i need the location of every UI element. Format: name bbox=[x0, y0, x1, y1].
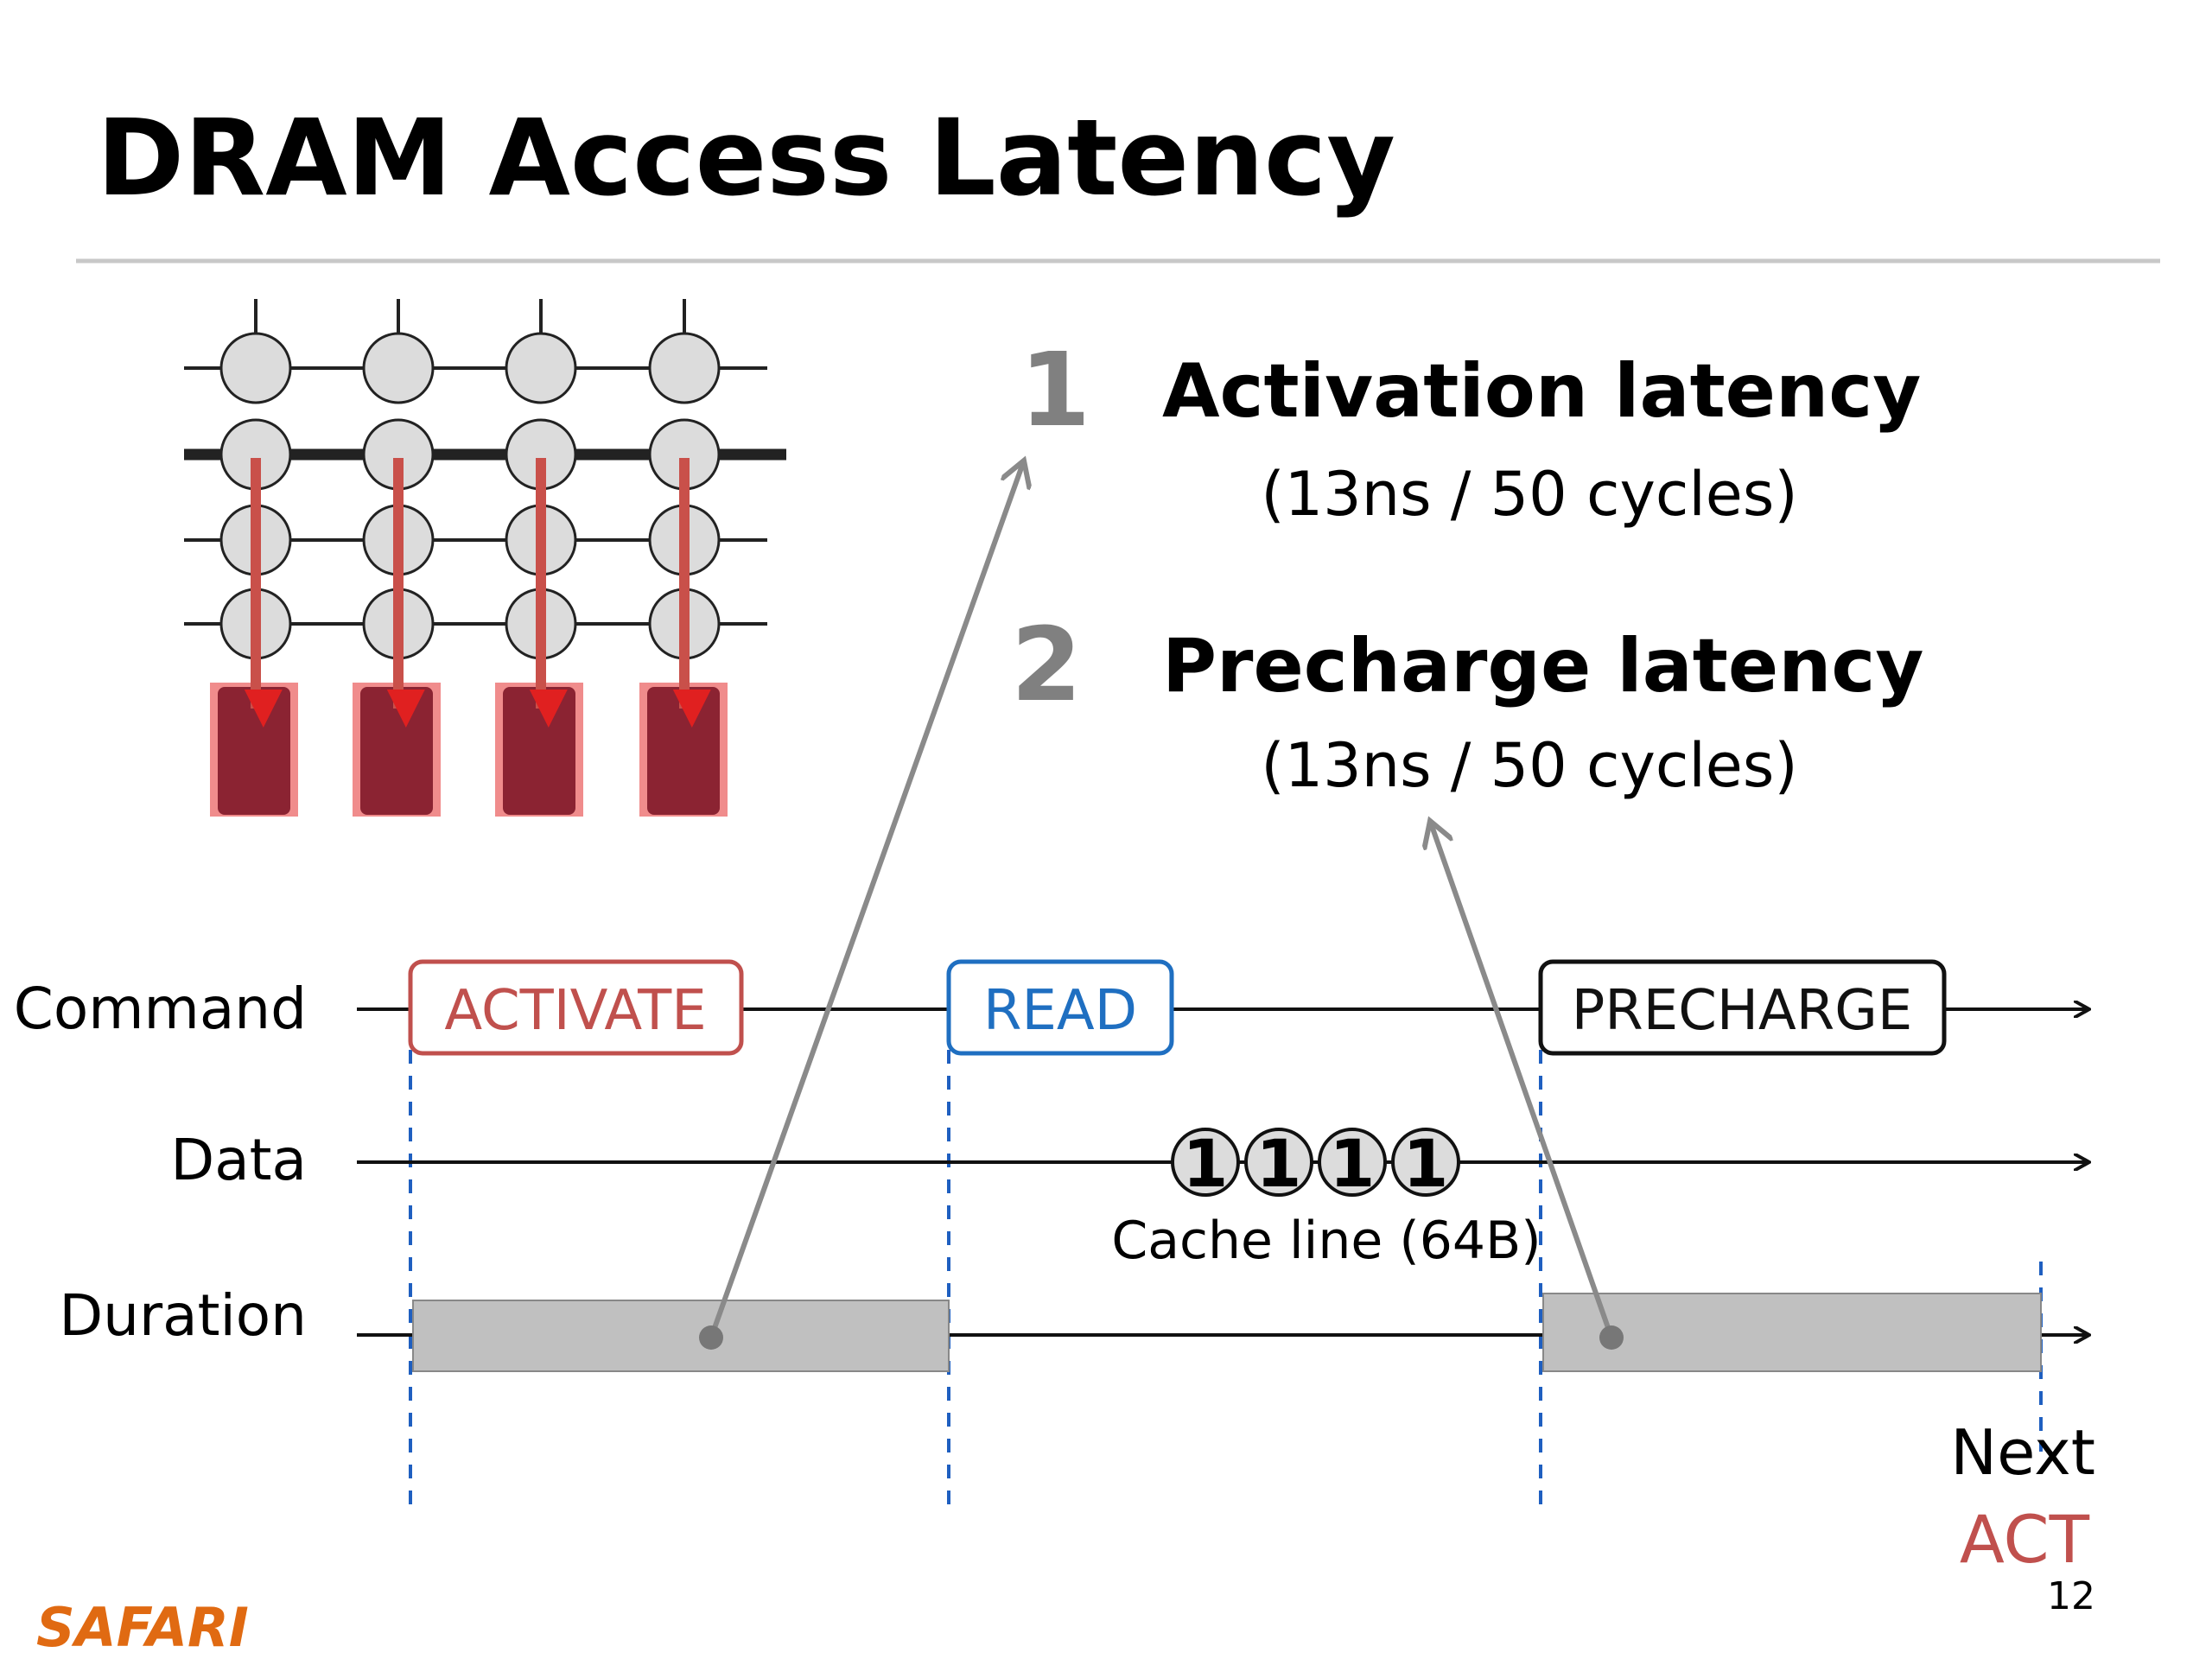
command-activate-label: ACTIVATE bbox=[444, 979, 706, 1043]
sense-amplifiers bbox=[210, 683, 728, 817]
wordlines bbox=[184, 366, 786, 626]
command-precharge: PRECHARGE bbox=[1538, 959, 1947, 1056]
safari-logo: SAFARI bbox=[36, 1596, 249, 1659]
activation-pointer bbox=[699, 461, 1024, 1350]
precharge-duration-bar bbox=[1542, 1293, 2042, 1372]
page-number: 12 bbox=[2047, 1574, 2095, 1618]
latency-label-2: Precharge latency bbox=[1162, 623, 1923, 709]
dram-cells bbox=[219, 332, 721, 660]
bitline-stubs bbox=[254, 299, 686, 341]
command-read-label: READ bbox=[983, 979, 1137, 1043]
row-label-command: Command bbox=[14, 976, 307, 1042]
data-beats: 1 1 1 1 bbox=[1171, 1125, 1460, 1202]
precharge-pointer bbox=[1430, 821, 1624, 1350]
latency-detail-2: (13ns / 50 cycles) bbox=[1261, 730, 1797, 801]
cache-line-label: Cache line (64B) bbox=[1111, 1211, 1541, 1271]
activation-duration-bar bbox=[412, 1300, 950, 1372]
data-beat-2: 1 bbox=[1256, 1125, 1302, 1202]
latency-number-1: 1 bbox=[1020, 330, 1090, 449]
bitline-transfer-arrows bbox=[244, 458, 711, 728]
row-label-data: Data bbox=[170, 1127, 307, 1193]
data-beat-3: 1 bbox=[1330, 1125, 1376, 1202]
data-beat-4: 1 bbox=[1403, 1125, 1449, 1202]
next-act-label: ACT bbox=[1960, 1501, 2090, 1578]
command-activate: ACTIVATE bbox=[408, 959, 744, 1056]
latency-detail-1: (13ns / 50 cycles) bbox=[1261, 459, 1797, 530]
row-label-duration: Duration bbox=[59, 1282, 307, 1349]
command-precharge-label: PRECHARGE bbox=[1572, 979, 1913, 1043]
next-label: Next bbox=[1950, 1416, 2095, 1489]
timing-guides bbox=[409, 1050, 2043, 1512]
latency-label-1: Activation latency bbox=[1162, 348, 1921, 435]
slide-title: DRAM Access Latency bbox=[97, 97, 1395, 219]
command-read: READ bbox=[946, 959, 1174, 1056]
dram-cell-array bbox=[184, 299, 786, 817]
data-beat-1: 1 bbox=[1183, 1125, 1229, 1202]
latency-number-2: 2 bbox=[1011, 605, 1082, 724]
